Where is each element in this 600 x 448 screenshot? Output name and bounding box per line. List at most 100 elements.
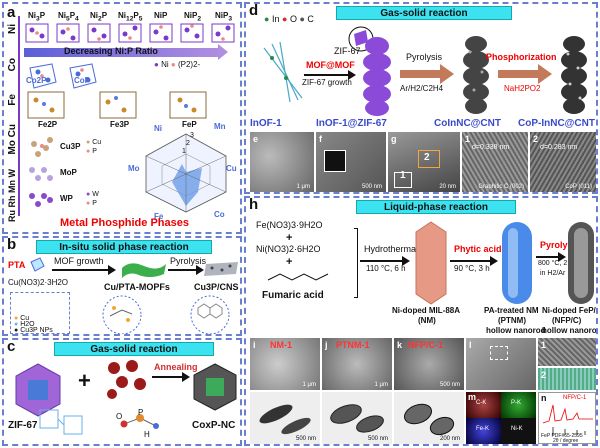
phytic-acid-label: Phytic acid [454, 244, 502, 254]
hydrothermal-cond: 110 °C, 6 h [366, 264, 406, 273]
gas-solid-banner-d: Gas-solid reaction [336, 6, 512, 20]
ni-crystal-6 [180, 23, 204, 43]
region-mark-1: 1 [400, 170, 406, 181]
name-cop-innc-cnt: CoP-InNC@CNT [518, 118, 595, 129]
inof1-rod [263, 41, 303, 103]
product-nfp-l2: (NFP/C) [552, 316, 582, 325]
pyrolysis-arrow-b [168, 265, 204, 275]
row-divider [18, 16, 20, 216]
mof-at-mof-arrow [304, 70, 356, 80]
pyrolysis-arrow-d [400, 64, 454, 84]
cns-structure-circle [190, 295, 230, 334]
zif67-label-d: ZIF-67 [334, 46, 361, 56]
radar-tick-2: 2 [186, 140, 190, 147]
reagent-bracket [354, 228, 358, 298]
ratio-arrow [24, 48, 220, 57]
panel-d: d Gas-solid reaction ● In ● O ● C ZIF-67… [244, 2, 598, 194]
co2p-label: Co2P [26, 76, 47, 85]
metal-phosphide-title: Metal Phosphide Phases [60, 217, 189, 229]
ratio-arrowhead [218, 44, 228, 60]
ni-crystal-4 [118, 23, 142, 43]
cu3p-cns-sheet [204, 262, 238, 276]
xrd-curve [542, 404, 593, 435]
micrograph-lattice-l2: 2 [538, 368, 596, 390]
gas-mix-label-d: Ar/H2/C2H4 [400, 84, 444, 93]
cop-innc-cnt-rod [561, 36, 587, 114]
wp-legend: ● W ● P [86, 191, 99, 207]
xrd-title: NFP/C-1 [563, 395, 587, 401]
panel-c-label: c [7, 338, 16, 355]
co-crystal-structures [29, 63, 97, 89]
radar-data-area [172, 164, 202, 206]
ni-legend: ● Ni ● (P2)2- [154, 60, 201, 69]
pyrolysis-arrow-h [536, 252, 566, 262]
micrograph-i: i NM-1 1 μm [250, 338, 320, 390]
ni-formula-ni5p4: Ni5P4 [58, 11, 79, 23]
micrograph-e: e 1 μm [250, 132, 314, 192]
reagent-ni-nitrate: Ni(NO3)2·6H2O [256, 244, 321, 254]
d-spacing-1: d=0.338 nm [472, 144, 510, 151]
pyrolysis-atm-h: in H2/Ar [540, 270, 566, 277]
pta-cube-icon [30, 257, 45, 272]
ni-crystal-1 [25, 23, 49, 43]
tem-nm-rods [259, 404, 311, 435]
radar-tick-1: 1 [182, 148, 186, 155]
region-box-2 [418, 150, 440, 168]
plus-c: + [78, 368, 91, 393]
ni-crystal-structures [25, 23, 235, 43]
row-label-fe: Fe [7, 94, 18, 106]
fe-crystal-structures [27, 91, 207, 119]
cu3p-structure [31, 137, 53, 157]
radar-axis-fe: Fe [154, 212, 164, 221]
fe-crystal-2 [99, 91, 137, 119]
product-ptnm-l3: hollow nanorod [486, 326, 546, 335]
wp-structure [29, 193, 53, 207]
cu-pta-mopfs-label: Cu/PTA-MOPFs [104, 282, 170, 292]
phosphine-molecule [120, 414, 159, 429]
co-crystal-2 [69, 63, 97, 89]
fe-crystal-1 [27, 91, 65, 119]
legend-cu: ● Cu [14, 315, 30, 322]
fumaric-acid-structure [267, 273, 329, 281]
mof-at-mof-label: MOF@MOF [306, 60, 355, 70]
panel-h-label: h [249, 196, 259, 213]
name-inof1: InOF-1 [250, 118, 282, 129]
panel-h: h Liquid-phase reaction Fe(NO3)3·9H2O + … [244, 196, 598, 446]
mop-structure [29, 167, 53, 181]
radar-tick-3: 3 [190, 132, 194, 139]
xrd-xlabel: 2θ / degree [553, 438, 579, 444]
xrd-cap: n [541, 393, 547, 403]
ni-formula-nip3: NiP3 [215, 11, 233, 23]
panel-b-label: b [7, 236, 17, 253]
radar-axis-mo: Mo [128, 164, 140, 173]
micrograph-k-name: NFP/C-1 [408, 340, 444, 350]
radar-axis-co: Co [214, 210, 225, 219]
product-ptnm-l2: (PTNM) [498, 316, 526, 325]
radar-axis-cu: Cu [226, 164, 237, 173]
ni-formula-nip2: NiP2 [184, 11, 202, 23]
ni-formula-ni3p: Ni3P [28, 11, 46, 23]
reagent-fe-nitrate: Fe(NO3)3·9H2O [256, 220, 323, 230]
eds-map-c: C-K [466, 392, 501, 418]
fe-crystal-3 [169, 91, 207, 119]
cop-label: CoP [74, 76, 90, 85]
micrograph-l: l [466, 338, 536, 390]
saed-inset [324, 150, 346, 172]
pyrolysis-label-b: Pyrolysis [170, 256, 207, 266]
eds-map-fe: Fe-K [466, 418, 501, 444]
panel-c: c Gas-solid reaction ZIF-67 + Annealing … [2, 338, 242, 446]
hydrothermal-arrow [360, 256, 410, 266]
pyrolysis-label-h: Pyrolysis [540, 240, 581, 250]
micrograph-lattice-1: 1 d=0.338 nm Graphitic C (002) [462, 132, 528, 192]
element-legend-d: ● In ● O ● C [264, 14, 314, 24]
cu-pta-mopf-sheet [122, 263, 166, 278]
eds-map-grid: m C-K P-K Fe-K Ni-K [466, 392, 536, 444]
product-ptnm-l1: PA-treated NM [484, 306, 539, 315]
micrograph-j: j PTNM-1 1 μm [322, 338, 392, 390]
element-radar-chart [145, 133, 227, 213]
region-box-1 [394, 172, 412, 188]
atom-label-h: H [144, 430, 150, 439]
fe3p-label: Fe3P [110, 120, 130, 129]
ni-crystal-5 [149, 23, 173, 43]
panel-d-label: d [249, 2, 259, 19]
